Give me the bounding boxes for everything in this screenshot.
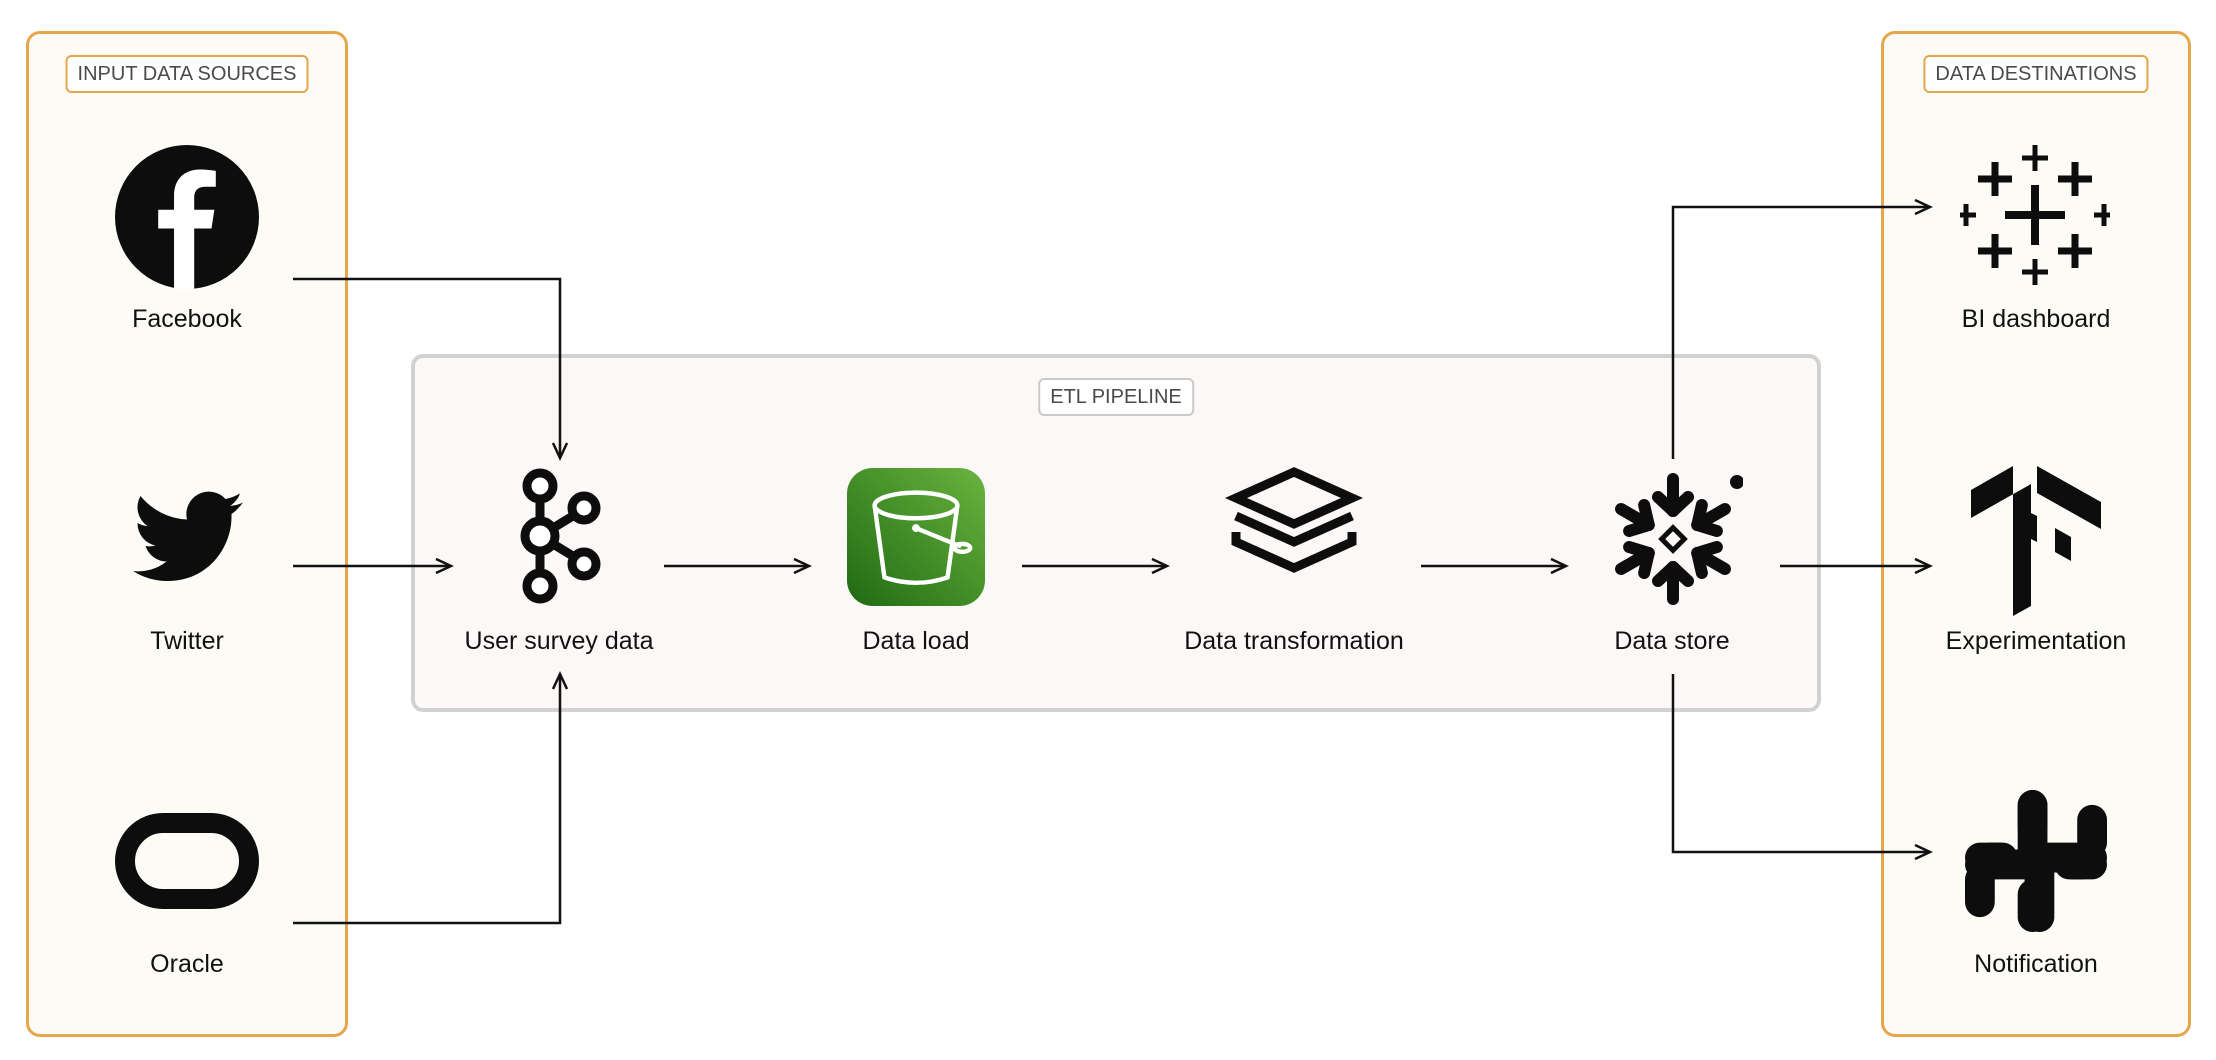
data-transformation-label: Data transformation — [1184, 627, 1404, 655]
bi-dashboard-label: BI dashboard — [1961, 305, 2111, 333]
notification-label: Notification — [1974, 950, 2098, 978]
edge-facebook-to-user-survey — [293, 277, 569, 461]
input-sources-title: INPUT DATA SOURCES — [65, 55, 309, 93]
edge-data-store-to-notification — [1671, 674, 1933, 861]
layers-icon — [1224, 467, 1364, 573]
oracle-label: Oracle — [150, 950, 224, 978]
data-load-label: Data load — [862, 627, 970, 655]
tensorflow-icon — [1971, 466, 2101, 616]
twitter-label: Twitter — [150, 627, 224, 655]
data-store-label: Data store — [1614, 627, 1730, 655]
snowflake-icon — [1615, 473, 1743, 605]
facebook-label: Facebook — [132, 305, 242, 333]
facebook-icon — [115, 145, 259, 289]
tableau-icon — [1960, 145, 2110, 285]
experimentation-label: Experimentation — [1945, 627, 2127, 655]
user-survey-label: User survey data — [464, 627, 654, 655]
edge-data-store-to-bi-dashboard — [1671, 198, 1933, 459]
edge-oracle-to-user-survey — [293, 671, 569, 925]
slack-icon — [1965, 790, 2107, 932]
kafka-icon — [520, 468, 601, 604]
twitter-icon — [133, 491, 243, 582]
data-destinations-title: DATA DESTINATIONS — [1923, 55, 2149, 93]
oracle-icon — [115, 813, 259, 909]
etl-pipeline-title: ETL PIPELINE — [1038, 378, 1194, 416]
bucket-icon — [847, 468, 985, 606]
